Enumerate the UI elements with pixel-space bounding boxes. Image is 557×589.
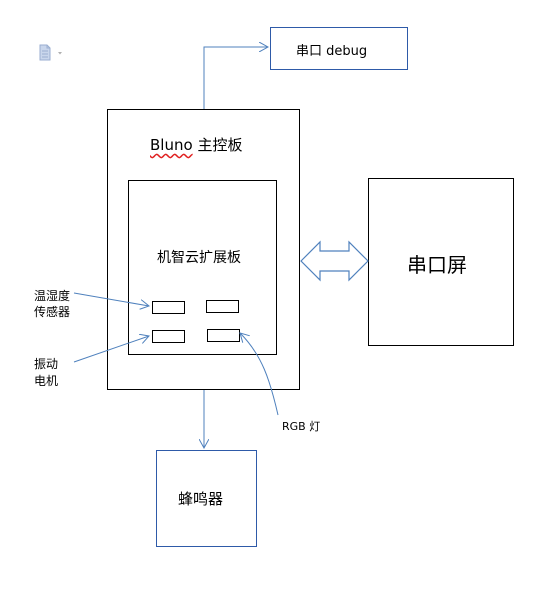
- document-icon[interactable]: [38, 44, 62, 62]
- main-board-suffix: 主控板: [197, 136, 243, 154]
- vibration-label-line2: 电机: [34, 374, 59, 388]
- sensor-connector-arrow: [73, 292, 149, 306]
- rgb-connector-arrow: [240, 333, 279, 416]
- debug-connector-arrow: [203, 47, 268, 109]
- serial-screen-label: 串口屏: [407, 253, 467, 277]
- vibration-connector-arrow: [73, 336, 149, 363]
- port-slot: [152, 330, 185, 343]
- serial-debug-box: 串口 debug: [270, 27, 408, 70]
- vibration-label-line1: 振动: [34, 357, 59, 371]
- expansion-board-label: 机智云扩展板: [157, 250, 241, 266]
- expansion-board-box: 机智云扩展板: [128, 180, 277, 355]
- main-board-box: Bluno 主控板: [107, 109, 300, 390]
- buzzer-box: 蜂鸣器: [156, 450, 257, 547]
- buzzer-label: 蜂鸣器: [178, 490, 224, 508]
- serial-debug-label: 串口 debug: [296, 44, 368, 59]
- serial-screen-box: 串口屏: [368, 178, 514, 346]
- temp-humidity-label-line1: 温湿度: [34, 289, 71, 303]
- bidirectional-arrow: [300, 240, 369, 282]
- port-slot: [206, 300, 239, 313]
- rgb-led-label: RGB 灯: [282, 420, 321, 433]
- port-slot: [152, 301, 185, 314]
- temp-humidity-label-line2: 传感器: [34, 305, 71, 319]
- main-board-name: Bluno: [150, 136, 193, 154]
- main-board-title: Bluno 主控板: [150, 134, 242, 155]
